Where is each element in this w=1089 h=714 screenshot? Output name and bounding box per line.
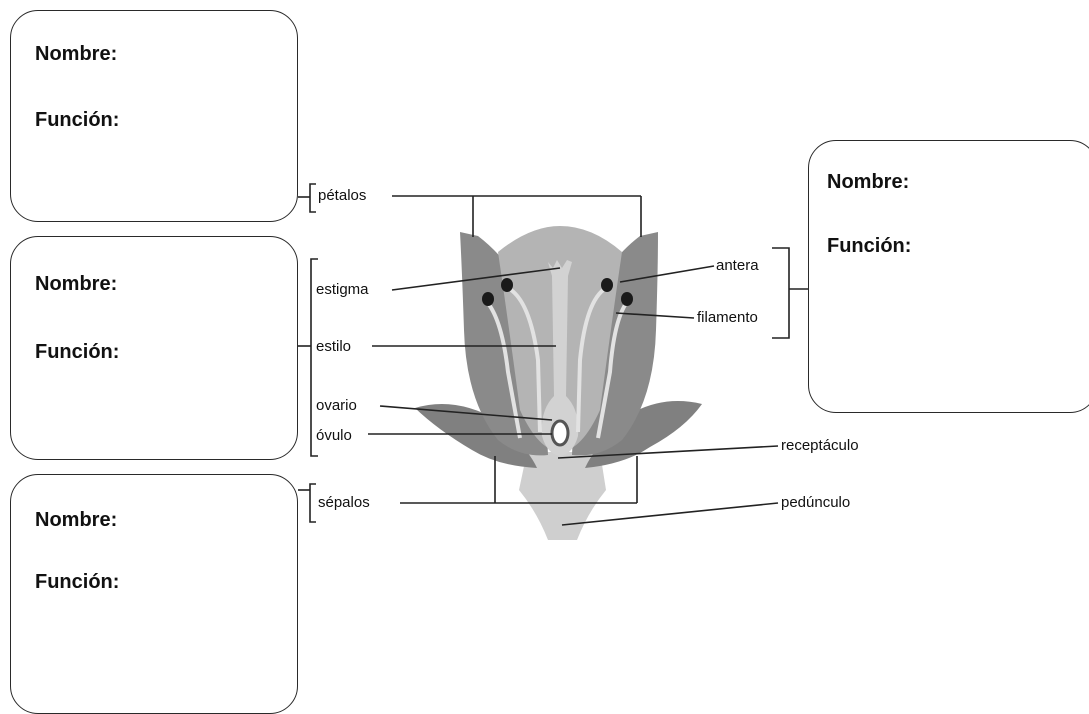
antera-leader <box>619 265 715 283</box>
leader-lines <box>298 183 808 526</box>
sepal-left <box>415 404 537 468</box>
pistilo-bracket <box>310 258 318 457</box>
label-receptaculo: receptáculo <box>781 437 859 454</box>
answer-card-estambre: Nombre: Función: <box>808 140 1089 413</box>
estambre-bracket <box>772 247 790 339</box>
funcion-label: Función: <box>827 235 912 257</box>
anther-shape <box>621 292 633 306</box>
filament-left <box>506 286 542 433</box>
anther-shape <box>501 278 513 292</box>
label-ovario: ovario <box>316 397 357 414</box>
answer-card-petalos: Nombre: Función: <box>10 10 298 222</box>
petalos-leader <box>392 195 642 237</box>
label-estigma: estigma <box>316 281 369 298</box>
nombre-label: Nombre: <box>35 509 118 531</box>
label-antera: antera <box>716 257 759 274</box>
label-sepalos: sépalos <box>318 494 370 511</box>
anther-shape <box>601 278 613 292</box>
nombre-label: Nombre: <box>35 273 118 295</box>
sepalos-leader <box>400 456 638 504</box>
part-labels: pétalos estigma estilo ovario óvulo sépa… <box>316 187 859 511</box>
ovario-leader <box>379 405 553 421</box>
label-petalos: pétalos <box>318 187 366 204</box>
ovule-shape <box>550 419 570 447</box>
filamento-leader <box>615 312 695 319</box>
label-estilo: estilo <box>316 338 351 355</box>
receptaculo-leader <box>557 445 779 459</box>
funcion-label: Función: <box>35 341 120 363</box>
label-pedunculo: pedúnculo <box>781 494 850 511</box>
pistil-shape <box>541 260 579 456</box>
pedunculo-leader <box>561 502 779 526</box>
filament-left-2 <box>485 300 522 439</box>
sepalos-bracket <box>309 483 316 523</box>
filament-right-2 <box>596 300 629 439</box>
nombre-label: Nombre: <box>35 43 118 65</box>
peduncle-shape <box>519 452 606 540</box>
nombre-label: Nombre: <box>827 171 910 193</box>
answer-card-sepalos: Nombre: Función: <box>10 474 298 714</box>
flower-illustration <box>415 226 702 540</box>
anther-shape <box>482 292 494 306</box>
label-ovulo: óvulo <box>316 427 352 444</box>
answer-card-pistilo: Nombre: Función: <box>10 236 298 460</box>
sepal-right <box>585 401 702 468</box>
filament-right <box>576 286 608 433</box>
petalos-bracket <box>309 183 316 213</box>
funcion-label: Función: <box>35 571 120 593</box>
label-filamento: filamento <box>697 309 758 326</box>
funcion-label: Función: <box>35 109 120 131</box>
estigma-leader <box>391 267 561 291</box>
